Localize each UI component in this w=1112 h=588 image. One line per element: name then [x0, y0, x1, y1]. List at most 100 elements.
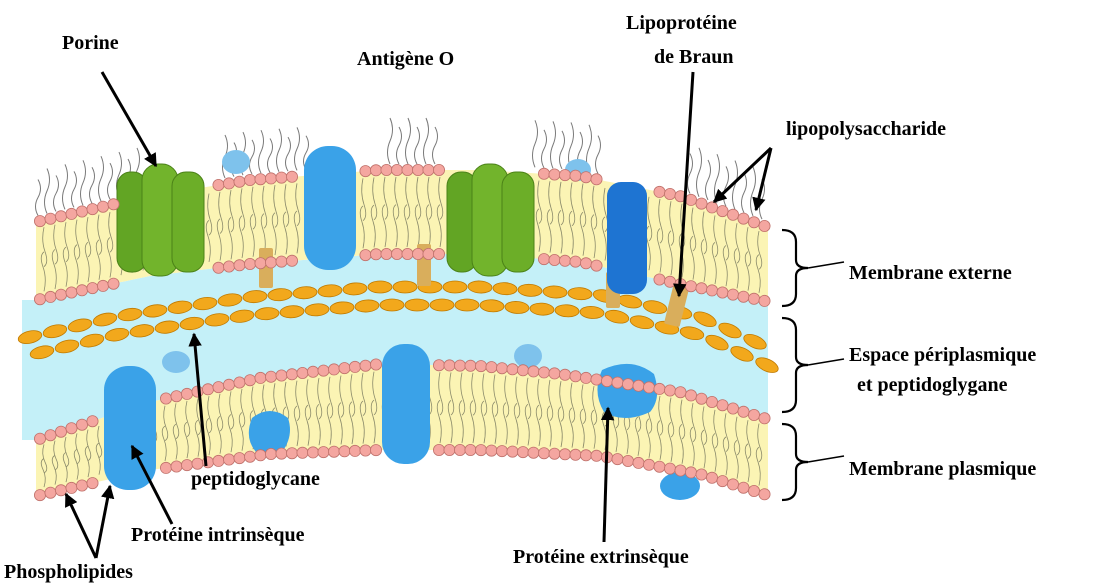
plasma-membrane-head: [307, 447, 318, 458]
plasma-membrane-head: [601, 376, 612, 387]
outer-membrane-head: [391, 164, 402, 175]
plasma-membrane-head: [675, 387, 686, 398]
plasma-membrane-head: [580, 450, 591, 461]
outer-membrane-head: [87, 283, 98, 294]
arrow-phospholipides-2: [96, 486, 110, 558]
outer-membrane-head: [591, 260, 602, 271]
outer-membrane-head: [580, 172, 591, 183]
outer-membrane-head: [108, 278, 119, 289]
plasma-membrane-head: [318, 447, 329, 458]
lps-chain: [259, 130, 264, 173]
outer-membrane-head: [738, 291, 749, 302]
label-lipoproteine-line1: Lipoprotéine: [626, 12, 737, 34]
plasma-membrane-head: [475, 361, 486, 372]
outer-membrane-head: [244, 258, 255, 269]
plasma-membrane-head: [612, 454, 623, 465]
outer-membrane-head: [549, 254, 560, 265]
lps-chain: [742, 173, 747, 213]
plasma-membrane-head: [549, 448, 560, 459]
plasma-membrane-head: [622, 455, 633, 466]
lps-chain: [388, 118, 393, 164]
arrow-lps-2: [756, 148, 771, 210]
arrow-lps-1: [714, 148, 771, 202]
plasma-membrane-head: [685, 390, 696, 401]
plasma-membrane-head: [444, 444, 455, 455]
outer-membrane-head: [727, 289, 738, 300]
outer-membrane-head: [360, 166, 371, 177]
outer-membrane-head: [97, 201, 108, 212]
plasma-membrane-head: [717, 476, 728, 487]
outer-membrane-head: [664, 188, 675, 199]
small-protein: [222, 150, 250, 174]
plasma-membrane-head: [738, 482, 749, 493]
lps-chain: [724, 166, 729, 206]
plasma-membrane-head: [559, 369, 570, 380]
lps-chain: [286, 137, 291, 171]
outer-membrane-head: [664, 276, 675, 287]
plasma-membrane-head: [370, 445, 381, 456]
outer-membrane-head: [255, 174, 266, 185]
label-proteine-intrinseque: Protéine intrinsèque: [131, 524, 305, 546]
plasma-membrane-head: [55, 426, 66, 437]
outer-membrane-head: [412, 164, 423, 175]
outer-membrane-head: [727, 209, 738, 220]
lps-chain: [72, 171, 77, 207]
lps-chain: [90, 167, 95, 203]
plasma-membrane-head: [360, 445, 371, 456]
plasma-membrane-head: [454, 360, 465, 371]
plasma-membrane-head: [171, 461, 182, 472]
plasma-membrane-head: [318, 365, 329, 376]
plasma-membrane-head: [255, 450, 266, 461]
outer-membrane-head: [412, 248, 423, 259]
lps-chain: [268, 138, 273, 172]
plasma-membrane-head: [349, 445, 360, 456]
arrow-porine: [102, 72, 156, 166]
outer-membrane-head: [370, 165, 381, 176]
porin-right: [447, 164, 534, 276]
plasma-membrane-head: [696, 393, 707, 404]
lps-chain: [697, 148, 702, 197]
outer-membrane-head: [265, 257, 276, 268]
plasma-membrane-head: [696, 469, 707, 480]
lps-chain: [751, 167, 756, 216]
plasma-membrane-head: [717, 400, 728, 411]
outer-membrane-head: [538, 254, 549, 265]
outer-membrane-head: [76, 285, 87, 296]
outer-membrane-head: [696, 283, 707, 294]
lps-chain: [551, 121, 556, 168]
outer-membrane-head: [223, 178, 234, 189]
plasma-membrane-head: [339, 363, 350, 374]
plasma-membrane-head: [328, 364, 339, 375]
outer-membrane-head: [549, 169, 560, 180]
bracket-espace-periplasmique-tick: [808, 359, 844, 365]
peptidoglycan-unit: [405, 299, 429, 311]
plasma-membrane-head: [706, 396, 717, 407]
label-proteine-extrinseque: Protéine extrinsèque: [513, 546, 689, 568]
intrinsic-protein: [104, 366, 156, 490]
lps-chain: [45, 168, 50, 213]
lps-chain: [433, 127, 438, 164]
peptidoglycan-unit: [455, 299, 479, 311]
outer-membrane-head: [87, 204, 98, 215]
plasma-membrane-head: [87, 416, 98, 427]
outer-membrane-head: [748, 217, 759, 228]
plasma-membrane-head: [538, 448, 549, 459]
label-membrane-plasmique: Membrane plasmique: [849, 458, 1036, 480]
outer-membrane-head: [255, 258, 266, 269]
outer-membrane-head: [66, 208, 77, 219]
plasma-membrane-head: [654, 461, 665, 472]
outer-membrane-head: [706, 202, 717, 213]
plasma-membrane-head: [213, 382, 224, 393]
small-protein: [514, 344, 542, 368]
plasma-membrane-head: [727, 403, 738, 414]
plasma-membrane-head: [580, 372, 591, 383]
lps-chain: [277, 129, 282, 172]
bracket-espace-periplasmique: [782, 318, 808, 412]
plasma-membrane-head: [234, 453, 245, 464]
outer-membrane-head: [717, 287, 728, 298]
outer-membrane-head: [34, 216, 45, 227]
outer-membrane-head: [391, 248, 402, 259]
outer-membrane-head: [34, 294, 45, 305]
